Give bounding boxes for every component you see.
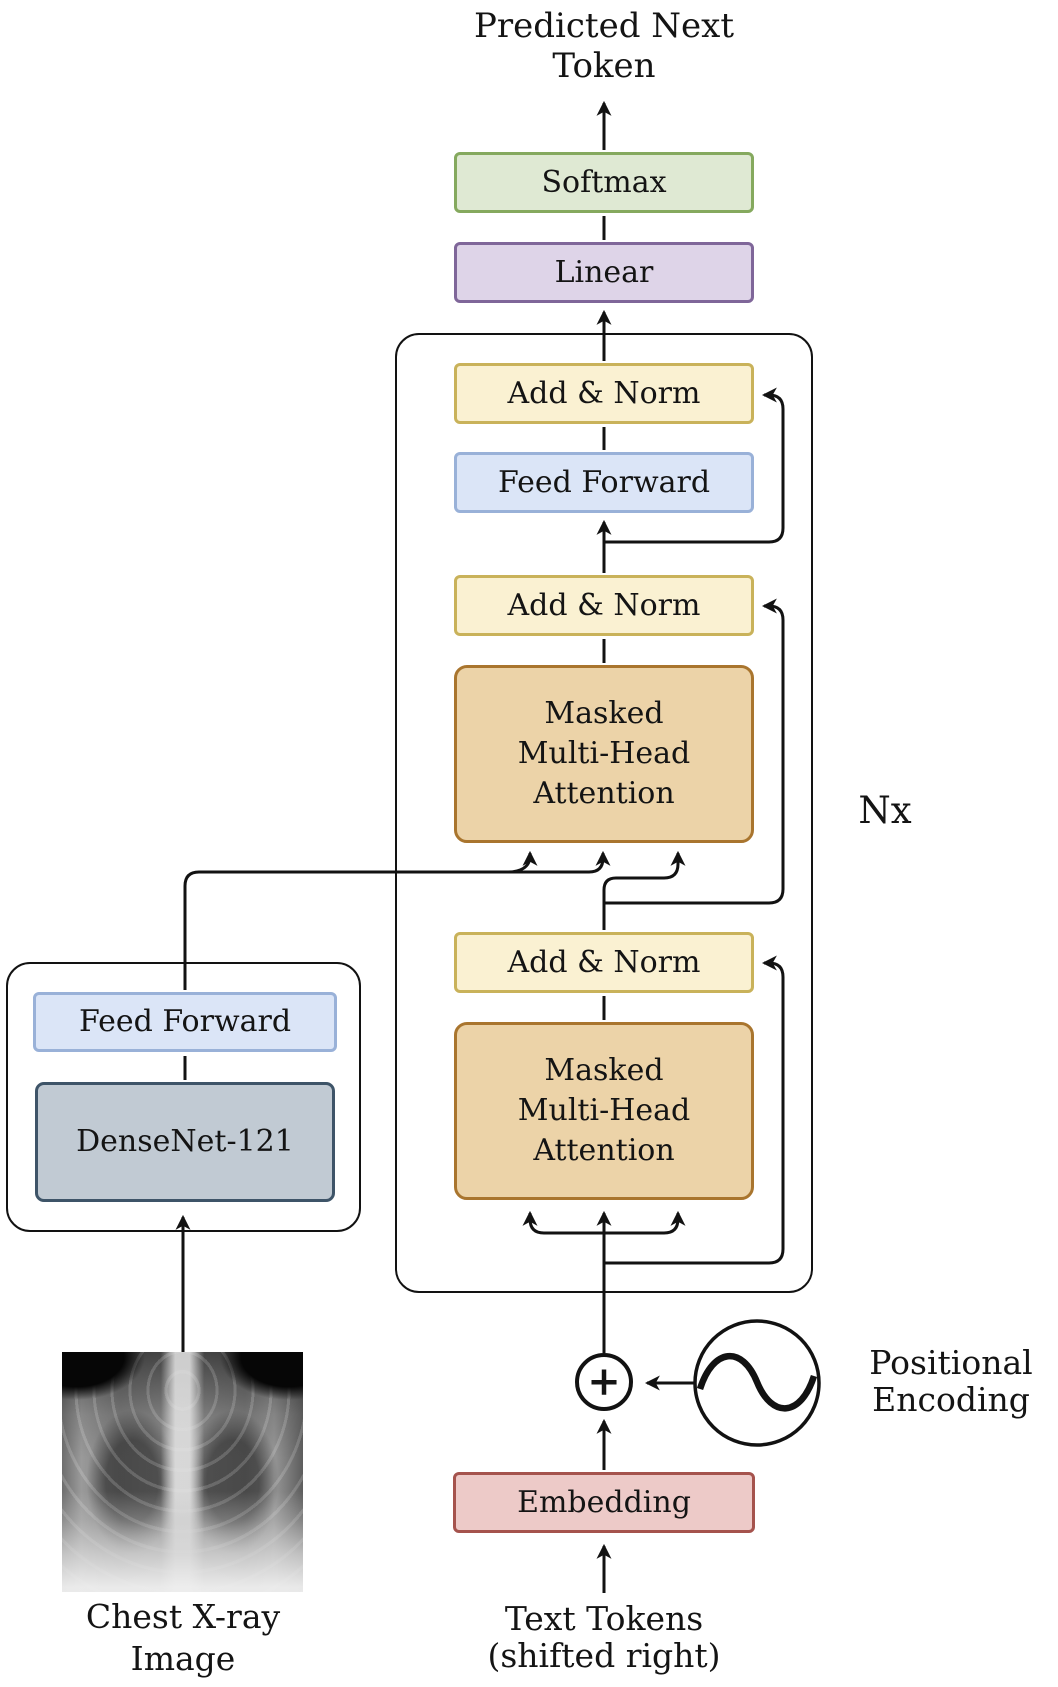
feed-forward-label: Feed Forward bbox=[497, 464, 711, 500]
chest-xray-image bbox=[62, 1352, 303, 1592]
sine-wave-icon bbox=[696, 1352, 818, 1412]
encoder-feed-forward-box: Feed Forward bbox=[33, 992, 337, 1052]
chest-xray-caption: Chest X-ray Image bbox=[33, 1596, 333, 1680]
linear-box: Linear bbox=[454, 242, 754, 303]
add-norm-bottom-box: Add & Norm bbox=[454, 932, 754, 993]
add-norm-top-box: Add & Norm bbox=[454, 363, 754, 424]
self-attention-line1: Masked bbox=[544, 1053, 664, 1088]
positional-encoding-circle bbox=[693, 1319, 821, 1447]
cross-attention-line3: Attention bbox=[533, 776, 675, 811]
cross-attention-line2: Multi-Head bbox=[517, 736, 691, 771]
chest-xray-caption-line1: Chest X-ray bbox=[85, 1597, 281, 1636]
linear-label: Linear bbox=[554, 254, 654, 290]
softmax-label: Softmax bbox=[541, 164, 667, 200]
feed-forward-box: Feed Forward bbox=[454, 452, 754, 513]
positional-encoding-line1: Positional bbox=[869, 1343, 1033, 1382]
text-tokens-label: Text Tokens (shifted right) bbox=[404, 1600, 804, 1674]
self-attention-line2: Multi-Head bbox=[517, 1093, 691, 1128]
plus-add-symbol: + bbox=[587, 1357, 621, 1405]
add-norm-top-label: Add & Norm bbox=[507, 375, 701, 411]
add-norm-bottom-label: Add & Norm bbox=[507, 944, 701, 980]
chest-xray-caption-line2: Image bbox=[130, 1639, 236, 1678]
embedding-label: Embedding bbox=[517, 1484, 691, 1520]
embedding-box: Embedding bbox=[453, 1472, 755, 1533]
densenet-label: DenseNet-121 bbox=[76, 1124, 294, 1159]
text-tokens-line2: (shifted right) bbox=[487, 1636, 721, 1675]
predicted-next-token-line1: Predicted Next bbox=[474, 6, 734, 46]
self-attention-line3: Attention bbox=[533, 1133, 675, 1168]
cross-attention-line1: Masked bbox=[544, 696, 664, 731]
self-attention-box: Masked Multi-Head Attention bbox=[454, 1022, 754, 1200]
predicted-next-token-line2: Token bbox=[552, 46, 656, 86]
add-norm-middle-box: Add & Norm bbox=[454, 575, 754, 636]
cross-attention-box: Masked Multi-Head Attention bbox=[454, 665, 754, 843]
positional-encoding-line2: Encoding bbox=[872, 1380, 1030, 1419]
add-norm-middle-label: Add & Norm bbox=[507, 587, 701, 623]
encoder-feed-forward-label: Feed Forward bbox=[78, 1004, 292, 1039]
nx-repeat-label: Nx bbox=[858, 789, 912, 832]
positional-encoding-label: Positional Encoding bbox=[826, 1344, 1058, 1418]
text-tokens-line1: Text Tokens bbox=[504, 1599, 704, 1638]
predicted-next-token-label: Predicted Next Token bbox=[400, 6, 808, 86]
densenet-box: DenseNet-121 bbox=[35, 1082, 335, 1202]
softmax-box: Softmax bbox=[454, 152, 754, 213]
